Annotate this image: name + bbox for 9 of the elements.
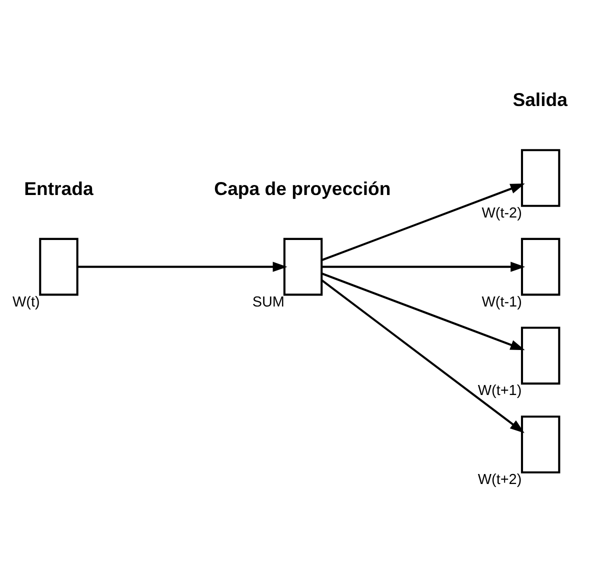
node-label: W(t+2) [478, 471, 522, 488]
node-label: W(t+1) [478, 382, 522, 399]
node-label: W(t-2) [482, 204, 522, 221]
node-label: W(t) [12, 294, 40, 310]
node-label: W(t-1) [482, 294, 522, 310]
node-label: SUM [252, 294, 284, 310]
label: Salida [512, 88, 568, 110]
label: Capa de proyección [214, 177, 391, 198]
label: Entrada [24, 177, 94, 198]
